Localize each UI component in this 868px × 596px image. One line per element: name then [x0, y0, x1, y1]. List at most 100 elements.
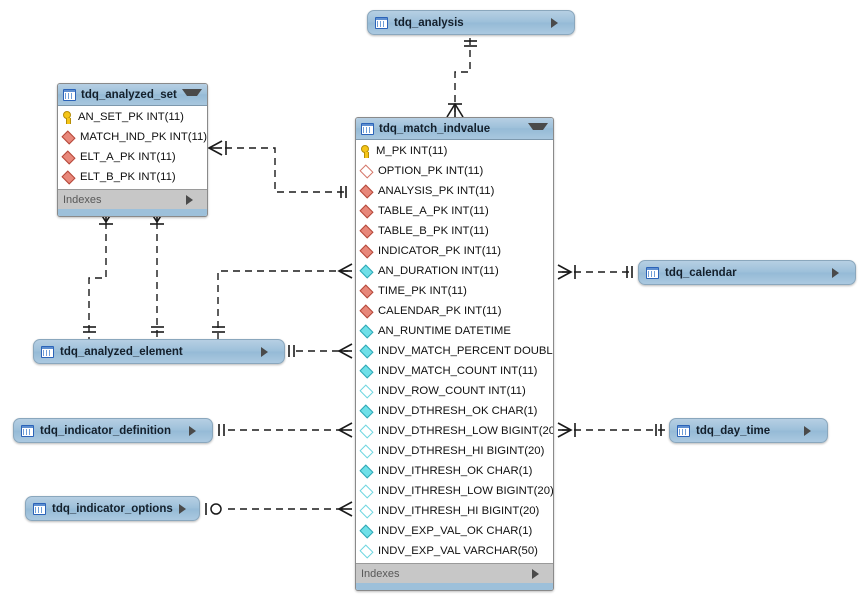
column-label: MATCH_IND_PK INT(11): [80, 131, 208, 143]
table-icon: [21, 424, 34, 437]
diamond-filled-cyan-icon: [359, 463, 374, 479]
diamond-filled-cyan-icon: [359, 323, 374, 339]
diamond-hollow-cyan-icon: [359, 383, 374, 399]
triangle-down-icon[interactable]: [182, 88, 202, 101]
table-tdq-analysis[interactable]: tdq_analysis: [367, 10, 575, 35]
key-icon: [360, 144, 371, 158]
column-label: TABLE_B_PK INT(11): [378, 225, 489, 237]
column-row[interactable]: INDV_EXP_VAL VARCHAR(50): [356, 541, 553, 561]
diamond-filled-cyan-icon: [359, 523, 374, 539]
column-row[interactable]: INDV_MATCH_COUNT INT(11): [356, 361, 553, 381]
column-row[interactable]: INDV_DTHRESH_LOW BIGINT(20): [356, 421, 553, 441]
triangle-right-icon[interactable]: [551, 17, 567, 28]
diamond-hollow-cyan-icon: [359, 483, 374, 499]
column-row[interactable]: TIME_PK INT(11): [356, 281, 553, 301]
column-row[interactable]: INDV_DTHRESH_HI BIGINT(20): [356, 441, 553, 461]
column-label: INDV_MATCH_PERCENT DOUBLE: [378, 345, 554, 357]
column-row[interactable]: CALENDAR_PK INT(11): [356, 301, 553, 321]
diamond-filled-red-icon: [359, 203, 374, 219]
key-icon: [62, 110, 73, 124]
diamond-filled-red-icon: [61, 149, 76, 165]
diamond-filled-red-icon: [61, 169, 76, 185]
column-list: M_PK INT(11) OPTION_PK INT(11) ANALYSIS_PK…: [356, 140, 553, 563]
column-row[interactable]: INDV_ITHRESH_OK CHAR(1): [356, 461, 553, 481]
column-row[interactable]: AN_RUNTIME DATETIME: [356, 321, 553, 341]
column-list: AN_SET_PK INT(11) MATCH_IND_PK INT(11) ELT…: [58, 106, 207, 189]
column-row[interactable]: AN_DURATION INT(11): [356, 261, 553, 281]
diamond-hollow-cyan-icon: [359, 543, 374, 559]
triangle-right-icon[interactable]: [178, 503, 195, 514]
column-row[interactable]: INDICATOR_PK INT(11): [356, 241, 553, 261]
relationship-matchindvalue-calendar: [557, 264, 634, 280]
table-icon: [375, 16, 388, 29]
column-row[interactable]: ANALYSIS_PK INT(11): [356, 181, 553, 201]
column-label: AN_RUNTIME DATETIME: [378, 325, 511, 337]
indexes-section[interactable]: Indexes: [58, 189, 207, 209]
triangle-right-icon[interactable]: [186, 194, 202, 205]
column-row[interactable]: TABLE_B_PK INT(11): [356, 221, 553, 241]
relationship-analysis-matchindvalue: [446, 38, 477, 118]
diamond-hollow-red-icon: [359, 163, 374, 179]
table-tdq-indicator-options[interactable]: tdq_indicator_options: [25, 496, 200, 521]
diamond-filled-red-icon: [359, 243, 374, 259]
diamond-hollow-cyan-icon: [359, 503, 374, 519]
indexes-section[interactable]: Indexes: [356, 563, 553, 583]
triangle-right-icon[interactable]: [804, 425, 820, 436]
table-name: tdq_indicator_options: [52, 502, 173, 515]
triangle-right-icon[interactable]: [832, 267, 848, 278]
column-row[interactable]: INDV_ROW_COUNT INT(11): [356, 381, 553, 401]
column-label: INDV_ITHRESH_LOW BIGINT(20): [378, 485, 554, 497]
table-tdq-match-indvalue[interactable]: tdq_match_indvalue M_PK INT(11) OPTION_PK…: [355, 117, 554, 591]
column-label: TIME_PK INT(11): [378, 285, 467, 297]
column-row[interactable]: INDV_ITHRESH_HI BIGINT(20): [356, 501, 553, 521]
column-row[interactable]: ELT_B_PK INT(11): [58, 167, 207, 187]
table-tdq-indicator-definition[interactable]: tdq_indicator_definition: [13, 418, 213, 443]
table-tdq-day-time[interactable]: tdq_day_time: [669, 418, 828, 443]
column-row[interactable]: INDV_EXP_VAL_OK CHAR(1): [356, 521, 553, 541]
column-label: AN_SET_PK INT(11): [78, 111, 184, 123]
column-label: INDV_ITHRESH_OK CHAR(1): [378, 465, 533, 477]
column-label: M_PK INT(11): [376, 145, 448, 157]
footer-strip: [58, 209, 207, 216]
triangle-right-icon[interactable]: [261, 346, 277, 357]
column-label: ANALYSIS_PK INT(11): [378, 185, 495, 197]
footer-strip: [356, 583, 553, 590]
table-name: tdq_analyzed_element: [60, 345, 183, 358]
table-icon: [41, 345, 54, 358]
table-tdq-analyzed-element[interactable]: tdq_analyzed_element: [33, 339, 285, 364]
table-icon: [646, 266, 659, 279]
table-name: tdq_match_indvalue: [379, 122, 491, 135]
table-name: tdq_analyzed_set: [81, 88, 177, 101]
column-label: INDV_EXP_VAL VARCHAR(50): [378, 545, 538, 557]
diamond-hollow-cyan-icon: [359, 423, 374, 439]
relationship-analyzedset-analyzedelement-2: [149, 210, 165, 340]
column-row[interactable]: M_PK INT(11): [356, 141, 553, 161]
column-label: AN_DURATION INT(11): [378, 265, 499, 277]
relationship-matchindvalue-analyzedelement: [212, 263, 357, 340]
table-header[interactable]: tdq_analyzed_set: [58, 84, 207, 106]
column-row[interactable]: TABLE_A_PK INT(11): [356, 201, 553, 221]
table-name: tdq_calendar: [665, 266, 737, 279]
column-label: INDV_MATCH_COUNT INT(11): [378, 365, 538, 377]
triangle-down-icon[interactable]: [528, 122, 548, 135]
table-tdq-calendar[interactable]: tdq_calendar: [638, 260, 856, 285]
diamond-filled-red-icon: [359, 303, 374, 319]
column-row[interactable]: MATCH_IND_PK INT(11): [58, 127, 207, 147]
relationship-indicatordefinition-matchindvalue: [218, 422, 357, 438]
diamond-hollow-cyan-icon: [359, 443, 374, 459]
column-row[interactable]: INDV_MATCH_PERCENT DOUBLE: [356, 341, 553, 361]
table-header[interactable]: tdq_match_indvalue: [356, 118, 553, 140]
triangle-right-icon[interactable]: [532, 568, 548, 579]
column-row[interactable]: ELT_A_PK INT(11): [58, 147, 207, 167]
column-row[interactable]: INDV_DTHRESH_OK CHAR(1): [356, 401, 553, 421]
column-row[interactable]: INDV_ITHRESH_LOW BIGINT(20): [356, 481, 553, 501]
diamond-filled-red-icon: [359, 283, 374, 299]
column-row[interactable]: AN_SET_PK INT(11): [58, 107, 207, 127]
triangle-right-icon[interactable]: [189, 425, 205, 436]
column-row[interactable]: OPTION_PK INT(11): [356, 161, 553, 181]
table-tdq-analyzed-set[interactable]: tdq_analyzed_set AN_SET_PK INT(11) MATCH_…: [57, 83, 208, 217]
indexes-label: Indexes: [63, 193, 102, 206]
column-label: INDV_DTHRESH_HI BIGINT(20): [378, 445, 545, 457]
column-label: TABLE_A_PK INT(11): [378, 205, 489, 217]
